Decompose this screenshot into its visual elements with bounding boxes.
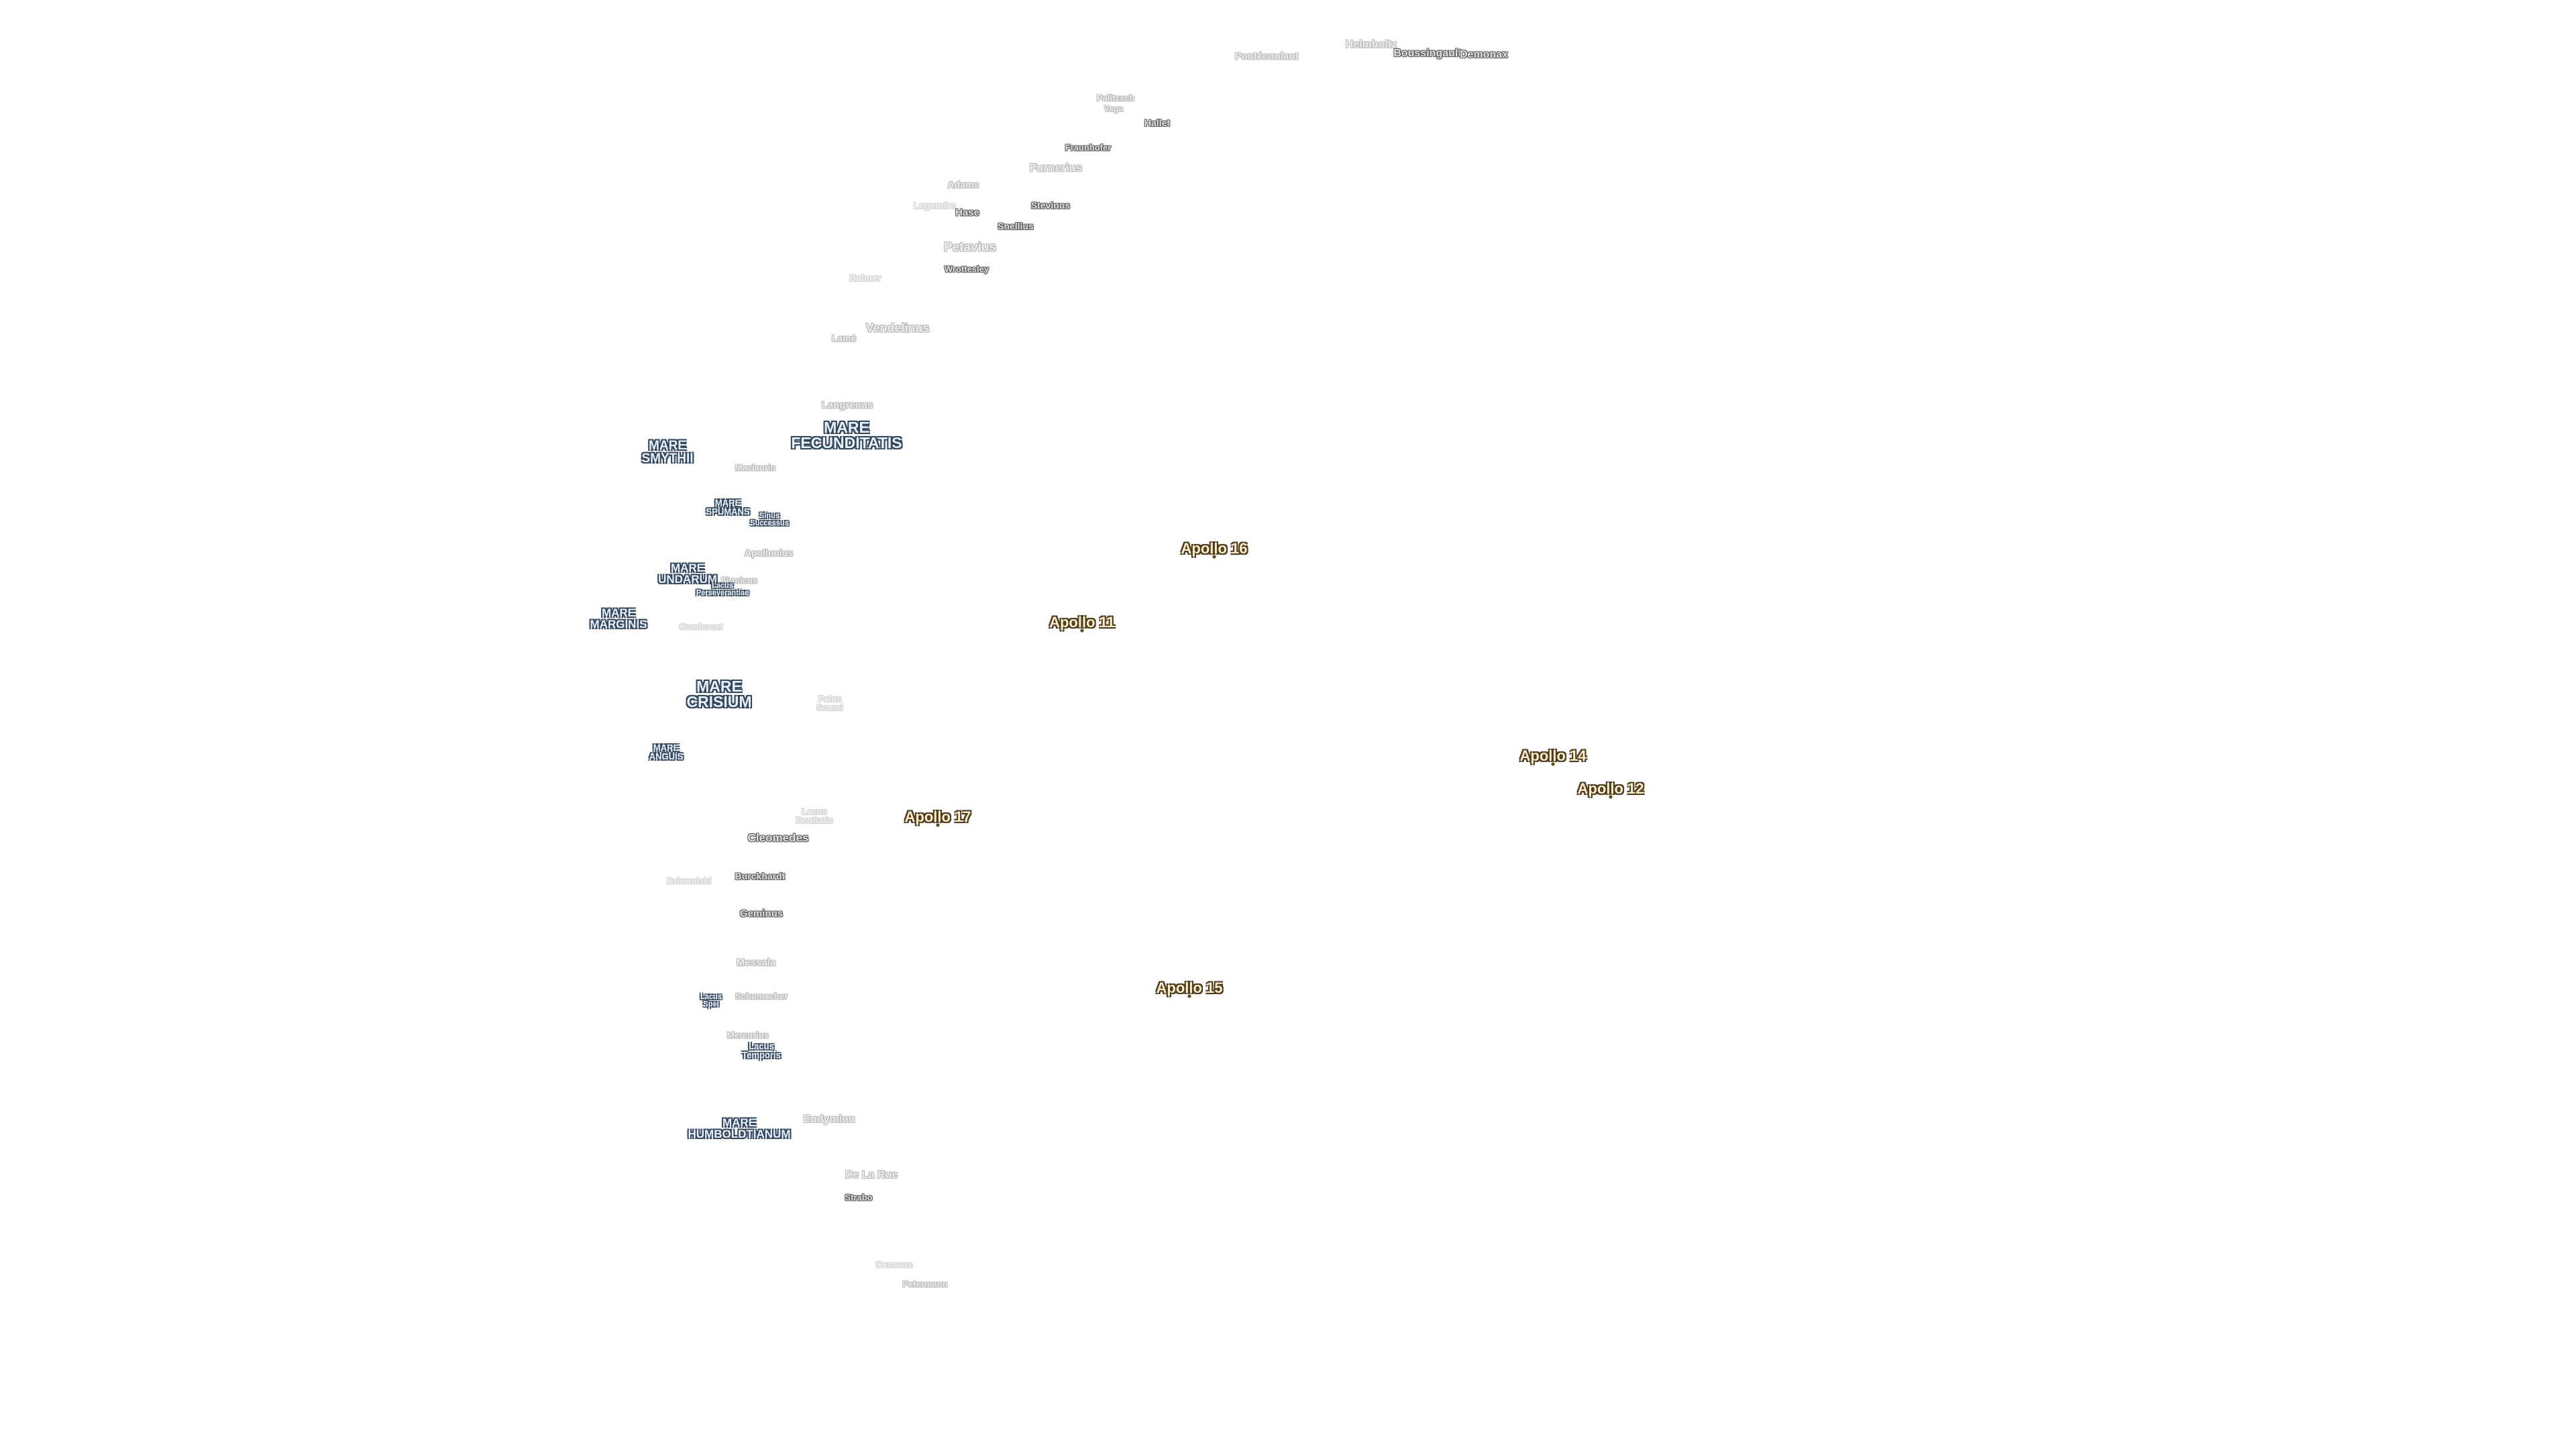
- balmer-label: Balmer: [849, 272, 881, 283]
- pontecoulant-label: Pontécoulant: [1234, 50, 1299, 62]
- de-la-rue-label: De La Rue: [845, 1169, 898, 1181]
- condorcet-label: Condorcet: [679, 621, 723, 632]
- mare-crisium-label: MARE CRISIUM: [686, 678, 752, 710]
- maclaurin-label: Maclaurin: [735, 462, 776, 473]
- stevinus-label: Stevinus: [1030, 200, 1071, 211]
- apollo-12-label[interactable]: Apollo 12: [1577, 780, 1644, 797]
- petermann-label: Petermann: [902, 1279, 948, 1289]
- apollo-17-site-marker[interactable]: [935, 822, 941, 828]
- apollo-17-label[interactable]: Apollo 17: [904, 808, 971, 825]
- demonax-label: Demonax: [1459, 49, 1509, 60]
- mercurius-label: Mercurius: [727, 1030, 769, 1040]
- cusanus-label: Cusanus: [875, 1259, 913, 1270]
- lacus-bonitatis-label: Lacus Bonitatis: [796, 806, 833, 825]
- messala-label: Messala: [736, 957, 776, 969]
- mare-undarum-label: MARE UNDARUM: [658, 561, 717, 586]
- lame-label: Lamé: [831, 333, 857, 343]
- firmicus-label: Firmicus: [720, 575, 758, 586]
- petavius-label: Petavius: [943, 240, 997, 255]
- apollo-11-site-marker[interactable]: [1079, 628, 1085, 633]
- hase-label: Hase: [955, 207, 979, 219]
- apollo-11-label[interactable]: Apollo 11: [1049, 614, 1115, 631]
- apollo-16-label[interactable]: Apollo 16: [1181, 540, 1248, 557]
- apollo-14-site-marker[interactable]: [1550, 761, 1556, 767]
- lacus-spei-label: Lacus Spei: [700, 993, 722, 1008]
- apollo-15-label[interactable]: Apollo 15: [1156, 979, 1223, 996]
- apollo-16-site-marker[interactable]: [1212, 554, 1217, 559]
- apollo-14-label[interactable]: Apollo 14: [1519, 747, 1587, 764]
- wrottesley-label: Wrottesley: [944, 264, 989, 274]
- palus-somni-label: Palus Somni: [816, 694, 843, 712]
- mare-fecunditatis-label: MARE FECUNDITATIS: [791, 419, 902, 451]
- apollo-15-site-marker[interactable]: [1187, 994, 1192, 999]
- langrenus-label: Langrenus: [821, 399, 873, 411]
- palitzsch-label: Palitzsch: [1096, 93, 1135, 103]
- mare-marginis-label: MARE MARGINIS: [590, 606, 647, 631]
- fraunhofer-label: Fraunhofer: [1065, 142, 1112, 153]
- furnerius-label: Furnerius: [1029, 161, 1083, 174]
- mare-smythii-label: MARE SMYTHII: [641, 439, 694, 466]
- geminus-label: Geminus: [739, 908, 784, 920]
- helmholtz-label: Helmholtz: [1345, 39, 1397, 50]
- lacus-temporis-label: Lacus Temporis: [742, 1041, 781, 1060]
- dziewulski-label: Dziewulski: [666, 875, 712, 886]
- apollonius-label: Apollonius: [744, 547, 794, 558]
- vendelinus-label: Vendelinus: [865, 321, 930, 335]
- burckhardt-label: Burckhardt: [735, 871, 786, 881]
- schumacher-label: Schumacher: [735, 991, 788, 1002]
- mare-humboldtianum-label: MARE HUMBOLDTIANUM: [688, 1116, 791, 1140]
- snellius-label: Snellius: [998, 221, 1034, 231]
- mare-spumans-label: MARE SPUMANS: [706, 498, 750, 517]
- cleomedes-label: Cleomedes: [747, 831, 809, 845]
- legendre-label: Legendre: [913, 200, 956, 211]
- boussingault-label: Boussingault: [1393, 48, 1462, 59]
- sinus-successus-label: Sinus Successus: [750, 512, 789, 527]
- vega-label: Vega: [1104, 104, 1124, 113]
- hallet-label: Hallet: [1144, 117, 1171, 128]
- strabo-label: Strabo: [845, 1192, 873, 1203]
- adams-label: Adams: [947, 179, 979, 190]
- lacus-perseverantiae-label: Lacus Perseverantiae: [696, 582, 749, 597]
- mare-anguis-label: MARE ANGUIS: [649, 743, 684, 761]
- endymion-label: Endymion: [803, 1114, 855, 1125]
- apollo-12-site-marker[interactable]: [1608, 794, 1613, 800]
